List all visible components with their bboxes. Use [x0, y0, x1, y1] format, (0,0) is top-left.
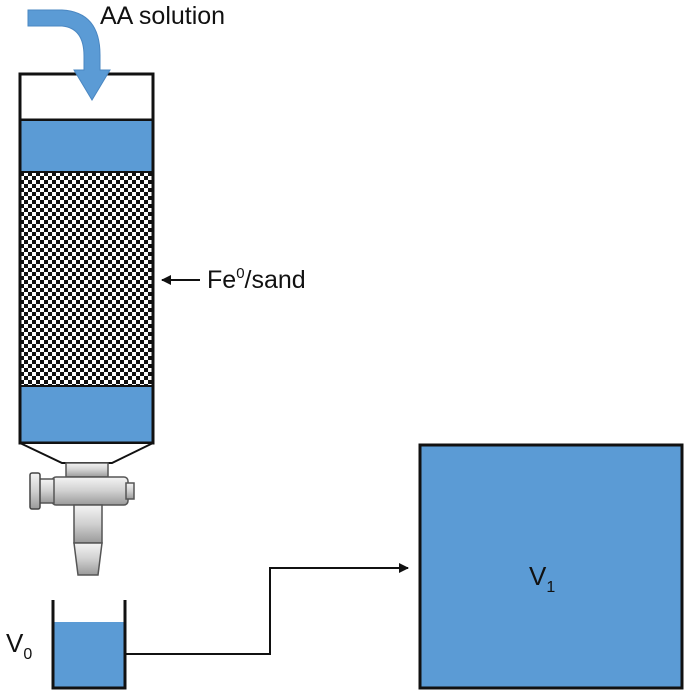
reservoir-label-base: V — [529, 561, 547, 591]
reservoir-volume-label: V1 — [529, 561, 555, 597]
fe-sand-packing — [19, 171, 154, 387]
material-label: Fe0/sand — [207, 265, 306, 295]
collection-beaker — [51, 600, 127, 690]
column-top-liquid-layer — [19, 119, 154, 173]
material-label-rest: /sand — [244, 266, 306, 294]
material-label-base: Fe — [207, 266, 237, 294]
reservoir-label-subscript: 1 — [546, 579, 556, 596]
stopcock-valve — [29, 462, 135, 576]
transfer-connector-arrow — [125, 563, 409, 655]
collector-label-base: V — [6, 628, 24, 658]
column-bottom-liquid-layer — [19, 385, 154, 444]
reservoir-box — [418, 443, 684, 690]
collector-label-subscript: 0 — [23, 646, 33, 663]
column-funnel — [19, 442, 154, 464]
input-solution-label: AA solution — [100, 2, 226, 30]
material-label-superscript: 0 — [236, 265, 245, 282]
input-flow-arrow — [27, 9, 111, 101]
collector-volume-label: V0 — [6, 628, 32, 664]
